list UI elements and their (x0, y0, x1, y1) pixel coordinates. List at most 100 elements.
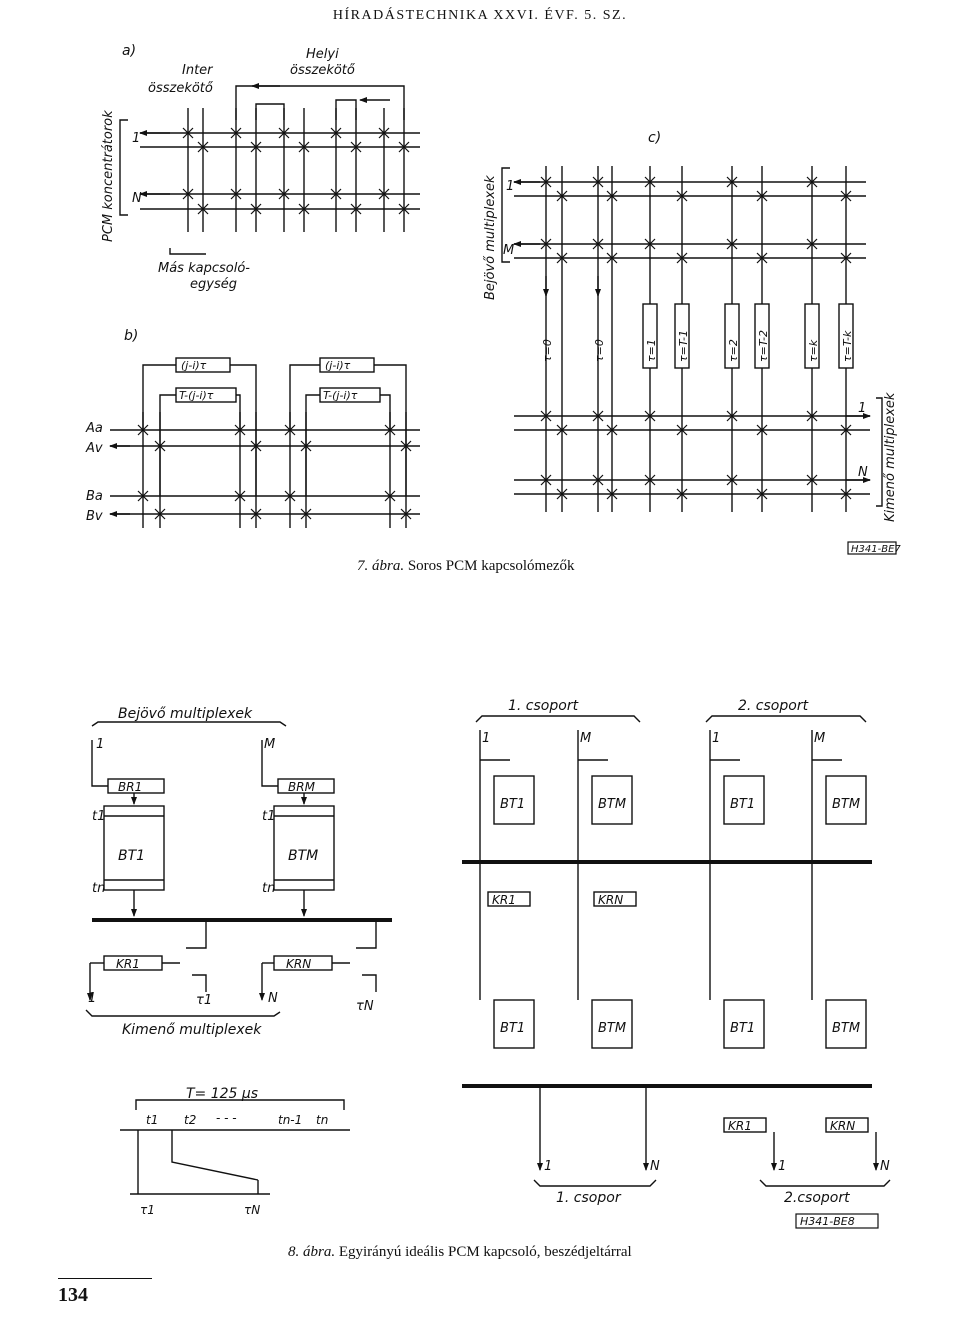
right-kr-mid-2 (593, 891, 637, 907)
right-in-3: M (814, 731, 825, 746)
crosspoint-mark (540, 238, 552, 250)
slot-dots: - - - (216, 1111, 237, 1125)
f8-in-m: M (264, 737, 275, 752)
group2-bottom-brace (759, 1179, 891, 1187)
local-label-1: Helyi (306, 47, 339, 62)
slot-1: t1 (146, 1113, 158, 1127)
period-bracket (135, 1099, 345, 1110)
crosspoint-mark (400, 508, 412, 520)
crosspoint-mark (398, 203, 410, 215)
b-link (230, 364, 257, 496)
group1-bottom-brace (533, 1179, 657, 1187)
crosspoint-mark (676, 424, 688, 436)
crosspoint-mark (726, 176, 738, 188)
crosspoint-mark (606, 424, 618, 436)
crosspoint-mark (137, 490, 149, 502)
f8-outgoing-brace (85, 1009, 281, 1017)
figure8-code: H341-BE8 (800, 1215, 855, 1228)
crosspoint-mark (556, 488, 568, 500)
delay-tau-label-4: τ=2 (727, 339, 740, 362)
delay-label-top-1: (j-i)τ (181, 359, 207, 372)
crosspoint-mark (278, 127, 290, 139)
crosspoint-mark (556, 190, 568, 202)
right-bt-top-1 (591, 775, 633, 825)
delay-element (838, 303, 854, 369)
crosspoint-mark (398, 141, 410, 153)
right-kr-mid-label-1: KR1 (492, 893, 516, 907)
crosspoint-mark (330, 188, 342, 200)
delay-element (724, 303, 740, 369)
b-link (159, 394, 176, 496)
out-n-label: N (858, 465, 868, 480)
figure7-caption-text: Soros PCM kapcsolómezők (407, 558, 575, 574)
group2-brace (705, 715, 867, 723)
row-aa-label: Aa (85, 421, 103, 436)
crosspoint-mark (540, 410, 552, 422)
right-out-0: 1 (544, 1159, 552, 1174)
other-unit-bracket (169, 248, 206, 255)
crosspoint-mark (284, 424, 296, 436)
crosspoint-mark (378, 127, 390, 139)
crosspoint-mark (230, 127, 242, 139)
right-bt-bottom-0 (493, 999, 535, 1049)
f8-incoming-label: Bejövő multiplexek (118, 706, 253, 722)
row-1-label: 1 (132, 131, 140, 146)
delay-element (642, 303, 658, 369)
b-link (380, 394, 391, 430)
delay-element (804, 303, 820, 369)
crosspoint-mark (592, 176, 604, 188)
crosspoint-mark (284, 490, 296, 502)
delay-tau-label-0: τ=0 (541, 339, 554, 362)
local-link-1 (255, 103, 285, 120)
btm-label: BTM (288, 848, 318, 864)
crosspoint-mark (250, 203, 262, 215)
crosspoint-mark (592, 474, 604, 486)
crosspoint-mark (400, 440, 412, 452)
crosspoint-mark (250, 508, 262, 520)
b-link (289, 364, 320, 430)
f8-taun: τN (356, 999, 374, 1014)
slot-n: tn (316, 1113, 328, 1127)
row-ba-label: Ba (86, 489, 103, 504)
group2-bottom-label: 2.csoport (784, 1190, 850, 1206)
group1-bottom-label: 1. csopor (556, 1190, 622, 1206)
concentrators-label: PCM koncentrátorok (101, 110, 116, 242)
right-bt-top-3 (825, 775, 867, 825)
running-header: HÍRADÁSTECHNIKA XXVI. ÉVF. 5. SZ. (332, 8, 628, 23)
right-bt-bottom-label-0: BT1 (500, 1021, 525, 1036)
delay-tau-label-6: τ=k (807, 339, 820, 362)
crosspoint-mark (726, 410, 738, 422)
crosspoint-mark (278, 188, 290, 200)
other-unit-label-2: egység (190, 277, 237, 292)
b-link (142, 364, 176, 430)
crosspoint-mark (726, 238, 738, 250)
figure7-caption-number: 7. ábra. (357, 558, 405, 574)
crosspoint-mark (250, 440, 262, 452)
crosspoint-mark (330, 127, 342, 139)
local-link-2 (335, 99, 357, 120)
figure7-code: H341-BE7 (851, 544, 901, 555)
crosspoint-mark (556, 252, 568, 264)
crosspoint-mark (154, 440, 166, 452)
crosspoint-mark (840, 488, 852, 500)
f8-in-line (261, 740, 278, 787)
delay-element (674, 303, 690, 369)
right-kr-mid-label-2: KRN (598, 893, 623, 907)
crosspoint-mark (298, 203, 310, 215)
incoming-multiplex-label: Bejövő multiplexek (483, 175, 498, 300)
crosspoint-mark (197, 203, 209, 215)
right-bt-top-label-0: BT1 (500, 797, 525, 812)
right-bt-bottom-label-3: BTM (832, 1021, 860, 1036)
delay-tau-label-2: τ=1 (645, 339, 658, 362)
right-in-2: 1 (712, 731, 720, 746)
f8-outgoing-label: Kimenő multiplexek (122, 1022, 262, 1038)
crosspoint-mark (230, 188, 242, 200)
crosspoint-mark (137, 424, 149, 436)
group2-label: 2. csoport (738, 698, 809, 714)
crosspoint-mark (234, 490, 246, 502)
crosspoint-mark (806, 474, 818, 486)
in-1-label: 1 (506, 179, 514, 194)
gate-link (356, 920, 377, 949)
crosspoint-mark (182, 127, 194, 139)
